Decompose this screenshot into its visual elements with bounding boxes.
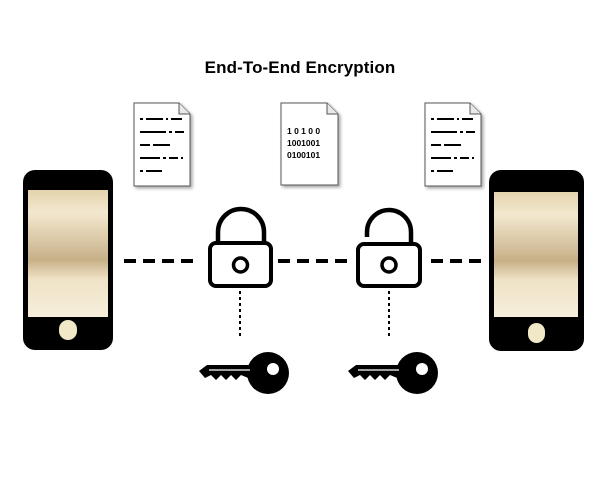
receiver-phone-icon <box>489 170 584 351</box>
key-icon <box>199 352 289 394</box>
closed-padlock-icon <box>208 206 273 288</box>
plaintext-document-icon <box>424 102 482 187</box>
ciphertext-document-icon <box>280 102 339 186</box>
ciphertext-line: 1 0 1 0 0 <box>287 126 321 136</box>
key-link-line <box>239 291 241 336</box>
open-padlock-icon <box>356 207 422 288</box>
key-link-line <box>388 291 390 336</box>
key-icon <box>348 352 438 394</box>
ciphertext-line: 0100101 <box>287 150 321 160</box>
connection-line <box>124 259 481 263</box>
diagram-title: End-To-End Encryption <box>204 58 396 77</box>
ciphertext-line: 1001001 <box>287 138 321 148</box>
sender-phone-icon <box>23 170 113 350</box>
plaintext-document-icon <box>133 102 191 187</box>
